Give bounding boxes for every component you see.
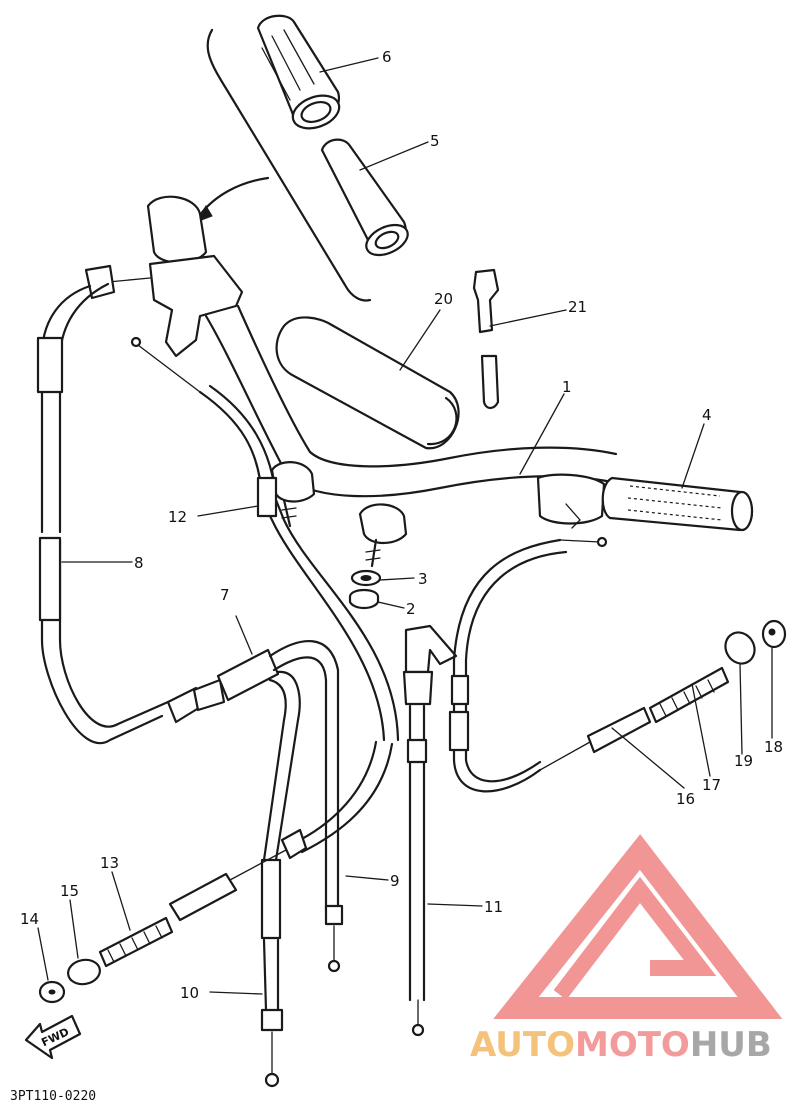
callout-7: 7 [220,586,230,604]
callout-12: 12 [168,508,187,526]
callout-15: 15 [60,882,79,900]
callout-13: 13 [100,854,119,872]
rear-brake-cable [448,536,787,793]
watermark-text: AUTOMOTOHUB [470,1025,772,1065]
clutch-cable [36,264,170,745]
forward-arrow-icon: FWD [24,1014,82,1060]
callout-21: 21 [568,298,587,316]
handlebar [107,195,618,568]
watermark-logo-mark [493,834,783,1019]
callout-17: 17 [702,776,721,794]
callout-20: 20 [434,290,453,308]
throttle-cable-assembly [166,639,344,1088]
right-grip [601,476,754,532]
callout-labels: 6 5 20 21 1 4 3 2 7 8 12 9 11 10 13 15 1… [20,48,783,1002]
callout-10: 10 [180,984,199,1002]
callout-5: 5 [430,132,440,150]
callout-2: 2 [406,600,416,618]
callout-19: 19 [734,752,753,770]
callout-1: 1 [562,378,572,396]
watermark-hub: HUB [690,1025,772,1065]
grip-detail-inset [194,14,409,302]
callout-4: 4 [702,406,712,424]
callout-8: 8 [134,554,144,572]
watermark-moto: MOTO [575,1025,690,1065]
callout-11: 11 [484,898,503,916]
callout-18: 18 [764,738,783,756]
callout-3: 3 [418,570,428,588]
speedometer-cable [402,624,458,1037]
washer-and-nut [348,569,382,610]
diagram-code: 3PT110-0220 [10,1089,96,1104]
callout-6: 6 [382,48,392,66]
callout-9: 9 [390,872,400,890]
front-brake-cable [38,336,400,1004]
callout-16: 16 [676,790,695,808]
watermark-auto: AUTO [470,1025,575,1065]
leader-lines [37,57,773,995]
callout-14: 14 [20,910,39,928]
grip-spare [275,268,500,450]
